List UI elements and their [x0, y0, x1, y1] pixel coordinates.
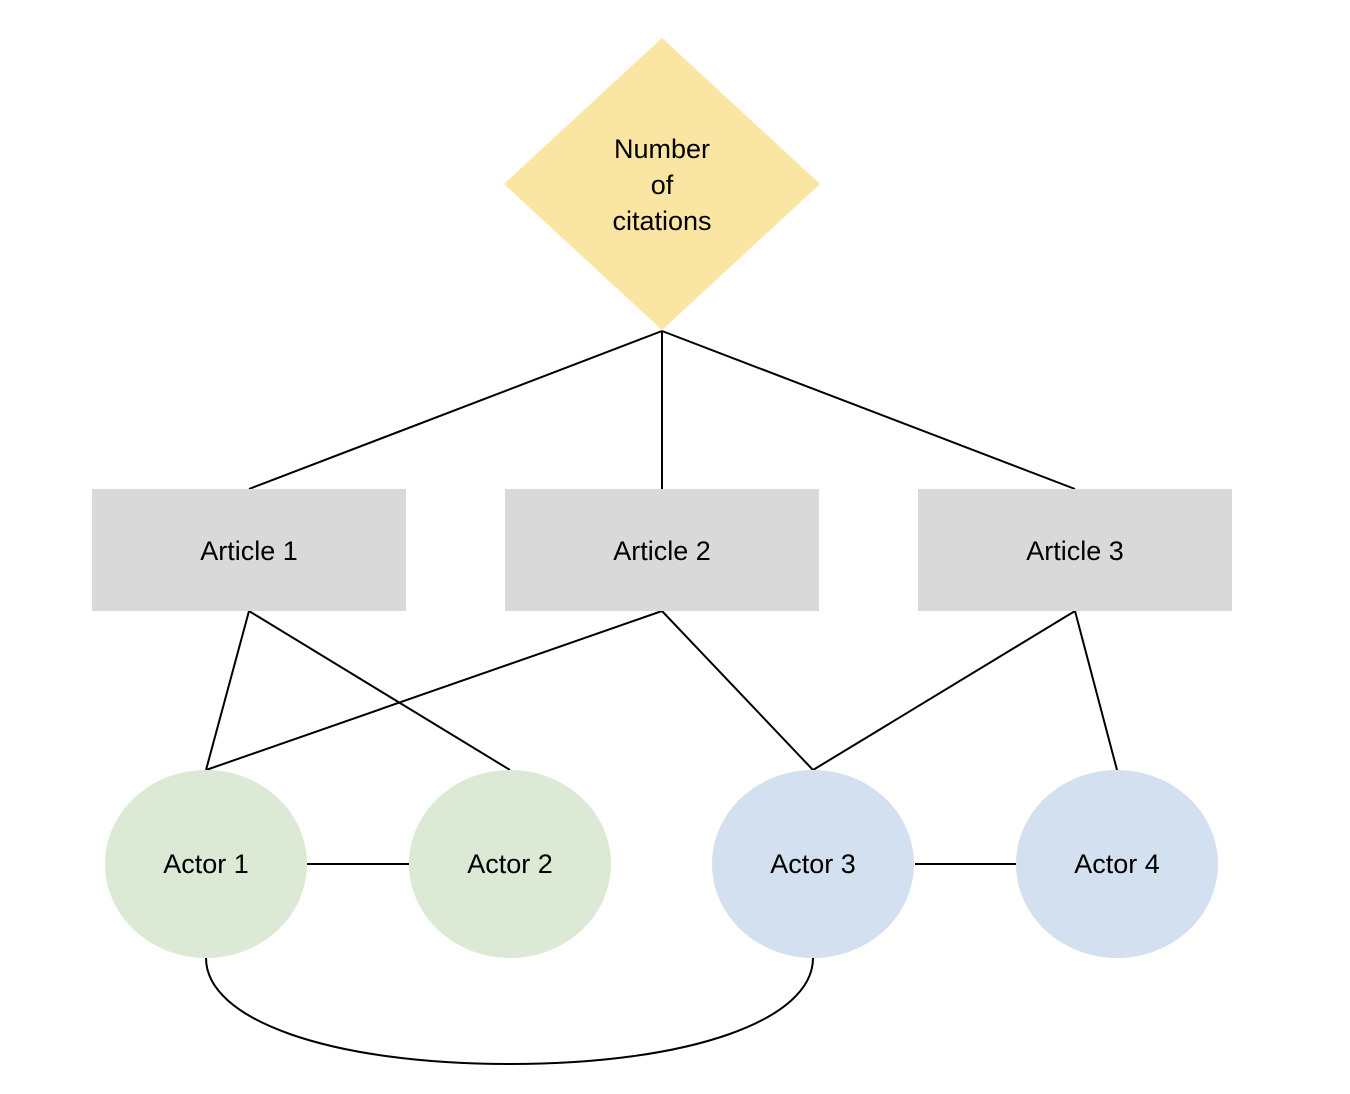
article-label: Article 1: [200, 536, 298, 566]
actor-label: Actor 3: [770, 849, 856, 879]
metric-diamond-shape: [504, 38, 820, 330]
edge-article-3-actor-4: [1074, 610, 1118, 771]
article-box: [918, 489, 1232, 611]
article-node-1: Article 1: [92, 489, 406, 611]
actor-node-4: Actor 4: [1016, 770, 1218, 958]
metric-node: Number of citations: [504, 38, 820, 330]
article-node-2: Article 2: [505, 489, 819, 611]
actor-circle: [409, 770, 611, 958]
actor-circle: [1016, 770, 1218, 958]
actor-node-2: Actor 2: [409, 770, 611, 958]
edges-articles-to-actors: [205, 610, 1118, 771]
edge-metric-article-3: [661, 330, 1076, 490]
article-nodes: Article 1 Article 2 Article 3: [92, 489, 1232, 611]
edges-actor-to-actor: [205, 863, 1016, 1066]
metric-label-line-1: Number: [614, 134, 710, 164]
edge-article-2-actor-3: [661, 610, 814, 771]
edge-article-3-actor-3: [812, 610, 1076, 771]
actor-node-1: Actor 1: [105, 770, 307, 958]
article-box: [92, 489, 406, 611]
metric-label-line-2: of: [651, 170, 674, 200]
article-box: [505, 489, 819, 611]
actor-label: Actor 4: [1074, 849, 1160, 879]
article-node-3: Article 3: [918, 489, 1232, 611]
edges-metric-to-articles: [248, 330, 1076, 490]
article-label: Article 2: [613, 536, 711, 566]
metric-label-line-3: citations: [612, 206, 711, 236]
edge-article-2-actor-1: [205, 610, 663, 771]
actor-circle: [105, 770, 307, 958]
actor-circle: [712, 770, 914, 958]
edge-article-1-actor-1: [205, 610, 250, 771]
edge-actor-1-actor-3-curved: [205, 957, 814, 1066]
edge-metric-article-1: [248, 330, 663, 490]
actor-node-3: Actor 3: [712, 770, 914, 958]
actor-nodes: Actor 1 Actor 2 Actor 3 Actor 4: [105, 770, 1218, 958]
actor-label: Actor 1: [163, 849, 249, 879]
actor-label: Actor 2: [467, 849, 553, 879]
edge-article-1-actor-2: [248, 610, 511, 771]
article-label: Article 3: [1026, 536, 1124, 566]
